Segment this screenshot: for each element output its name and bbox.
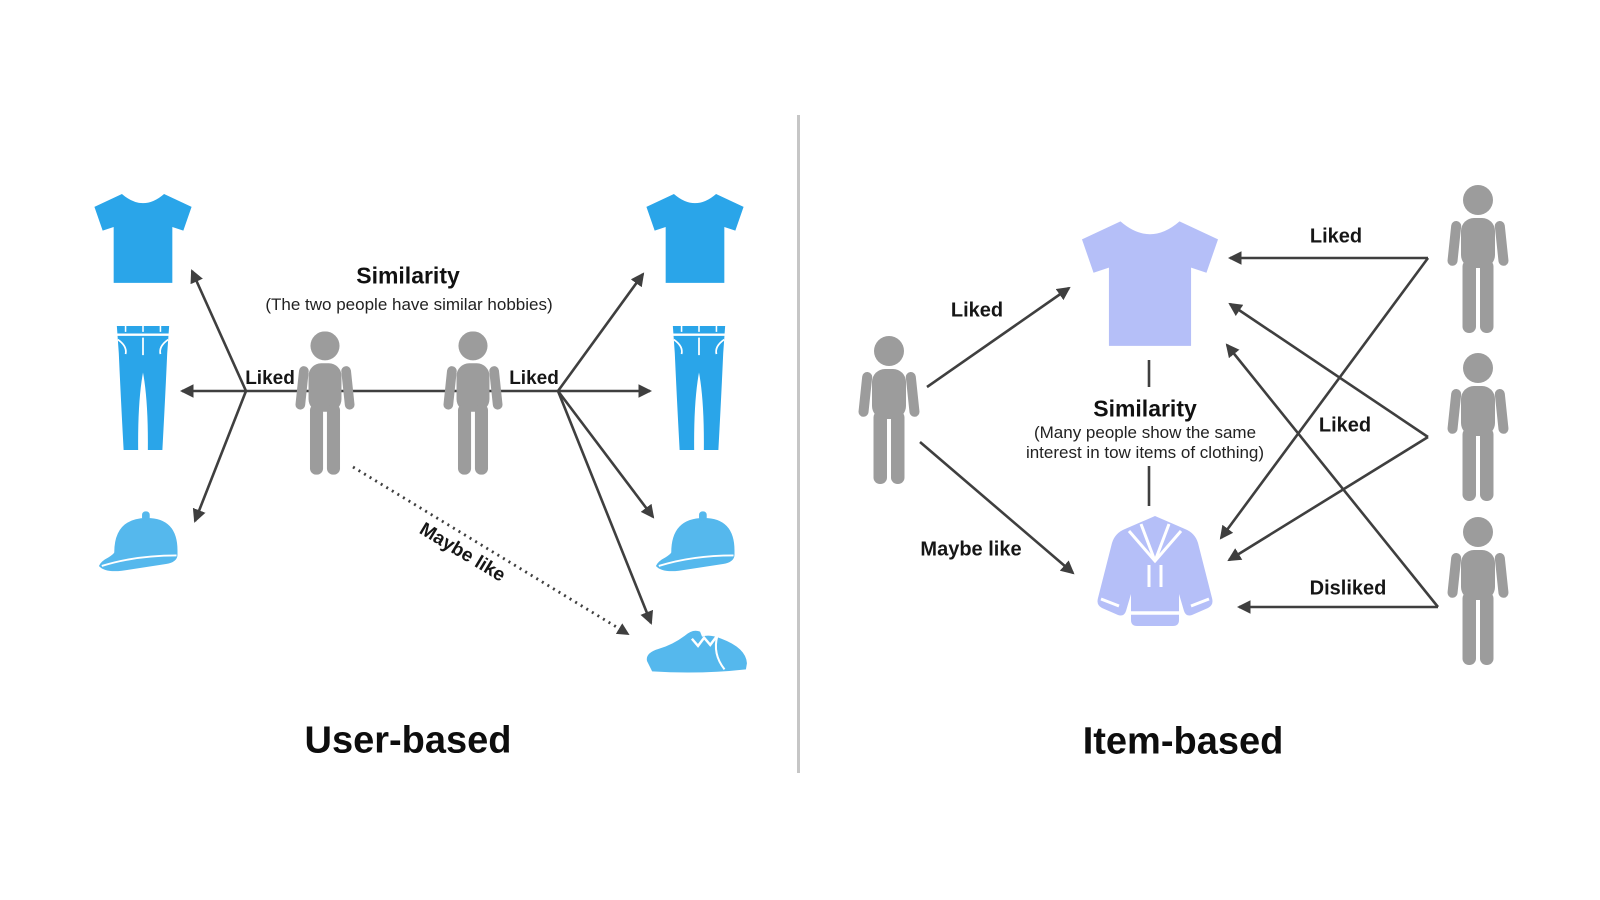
arrow-right-person-to-cap [556,390,655,519]
person-icon [442,329,504,477]
panel-divider [797,115,800,773]
similarity-subtitle-line1: (Many people show the same [1033,423,1257,442]
similarity-subtitle: (The two people have similar hobbies) [265,295,553,314]
tshirt-icon [1073,213,1227,353]
arrow-person-a-to-tshirt [926,286,1071,389]
tshirt-icon [88,188,198,288]
person-icon [294,329,356,477]
similarity-heading: Similarity [356,262,460,289]
arrow-person-a-to-hoodie [919,441,1075,575]
arrow-person-3-to-tshirt [1225,343,1440,608]
user-based-title: User-based [304,719,512,762]
liked-label-right: Liked [509,368,559,389]
cap-icon [97,510,189,574]
person-icon [1446,185,1510,333]
arrow-person-2-to-hoodie [1227,435,1429,562]
tshirt-icon [640,188,750,288]
hoodie-icon [1085,512,1225,644]
arrow-maybe-like-dotted [352,465,630,636]
arrow-right-person-to-shoe [556,390,653,625]
cap-icon [654,510,746,574]
shoe-icon [644,628,750,676]
arrow-left-person-to-tshirt [190,269,248,392]
maybe-like-label: Maybe like [920,538,1022,561]
person-icon [1446,517,1510,665]
arrow-person-2-to-tshirt [1228,302,1429,439]
disliked-label: Disliked [1309,577,1387,600]
liked-label-left: Liked [245,368,295,389]
jeans-icon [112,322,174,454]
similarity-subtitle-line2: interest in tow items of clothing) [1025,443,1265,462]
arrow-left-person-to-cap [192,390,248,523]
arrow-person-1-to-hoodie [1219,257,1430,540]
liked-label-person-a: Liked [950,299,1004,322]
item-based-title: Item-based [1082,720,1284,763]
jeans-icon [668,322,730,454]
liked-label-top: Liked [1309,225,1363,248]
person-icon [857,336,921,484]
liked-label-middle: Liked [1318,414,1372,437]
similarity-heading: Similarity [1093,395,1197,422]
person-icon [1446,353,1510,501]
arrow-right-person-to-tshirt [556,272,645,392]
